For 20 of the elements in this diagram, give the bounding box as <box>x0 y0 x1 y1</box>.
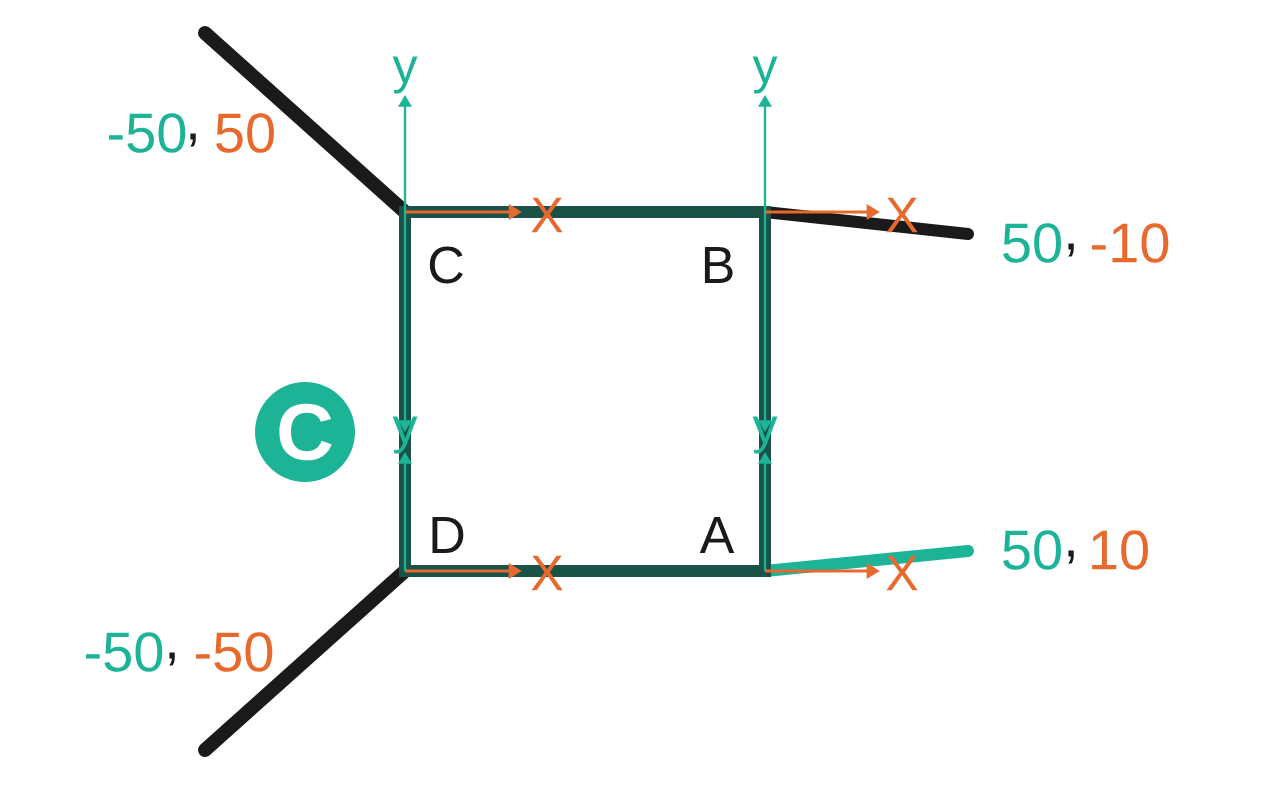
axis-label: y <box>392 56 418 94</box>
coordinate-label: 50 <box>1003 223 1061 263</box>
coordinate-label: , <box>1068 550 1074 564</box>
coordinate-label: 10 <box>1092 530 1148 570</box>
coordinate-label: 50 <box>216 113 274 153</box>
corner-label: A <box>699 517 735 553</box>
corner-label: B <box>704 247 733 283</box>
coordinate-label: , <box>169 652 175 666</box>
axis-label: y <box>752 56 778 94</box>
coordinate-label: 50 <box>1003 530 1061 570</box>
corner-label: C <box>429 246 463 284</box>
coordinate-label: -50 <box>196 632 273 672</box>
coordinate-label: -50 <box>109 113 186 153</box>
coordinate-label: , <box>1068 243 1074 257</box>
coordinate-label: -50 <box>86 632 163 672</box>
badge: C <box>255 382 355 482</box>
coordinate-label: , <box>190 133 196 147</box>
corner-label: D <box>432 517 464 553</box>
axis-label: X <box>886 555 918 591</box>
coordinate-label: -10 <box>1092 223 1169 263</box>
